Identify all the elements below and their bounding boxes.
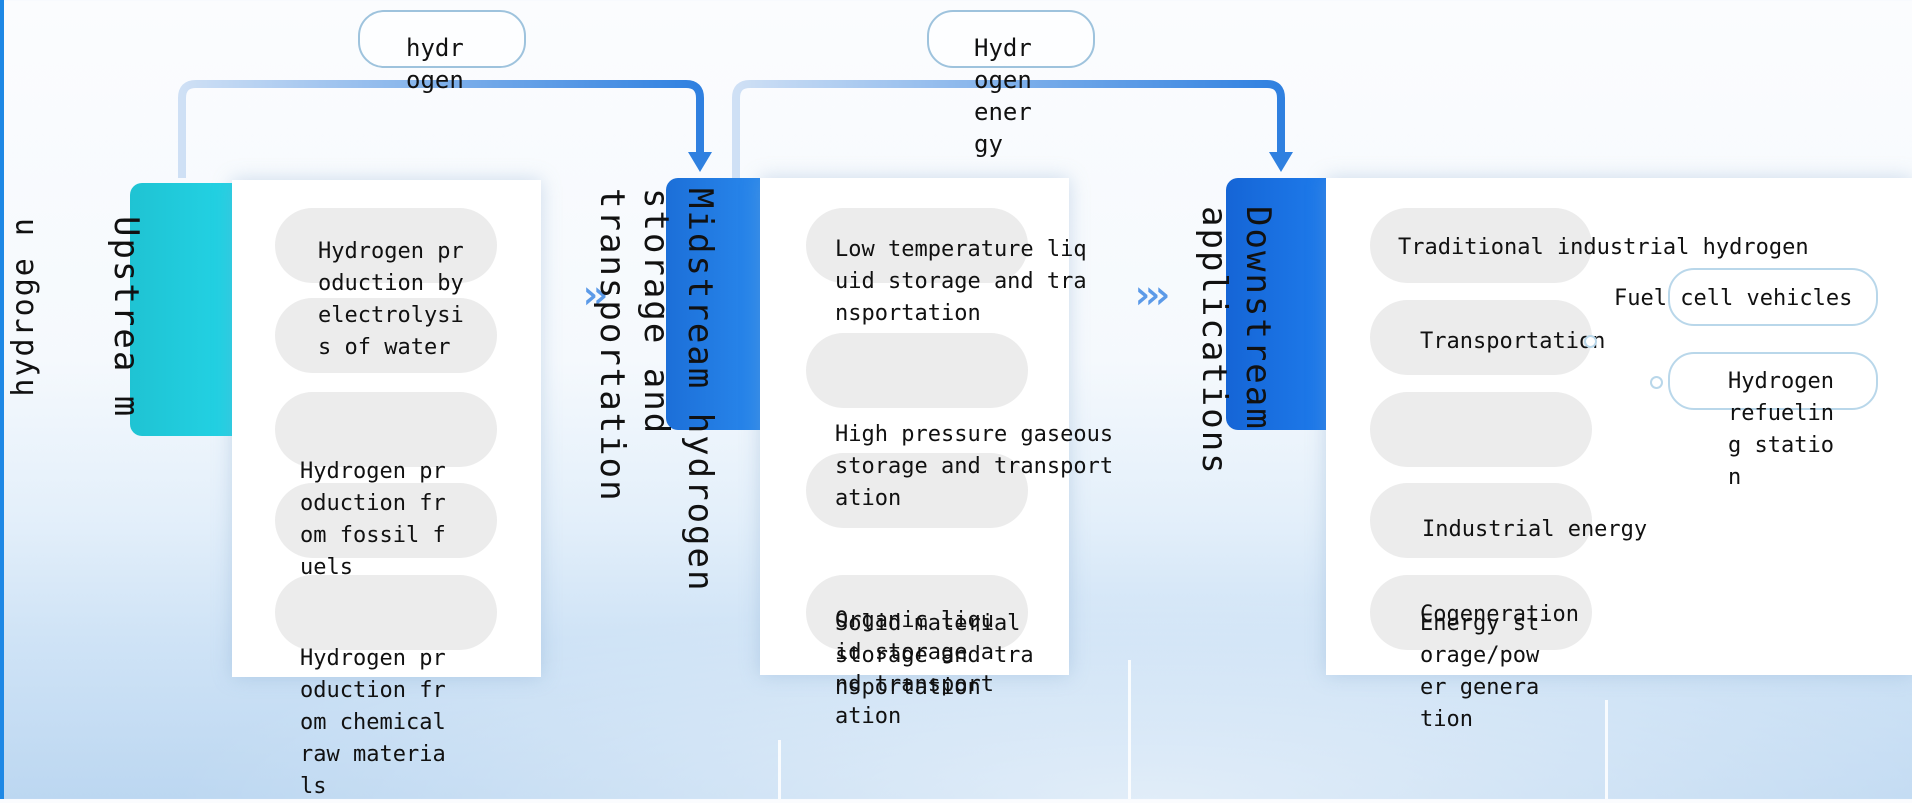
downstream-slot (1370, 483, 1592, 558)
branch-item: Hydrogen refueling station (1728, 369, 1834, 490)
turbine-silhouette (778, 740, 781, 799)
turbine-silhouette (1605, 700, 1608, 799)
arrowhead (688, 152, 712, 172)
midstream-slot (806, 575, 1028, 650)
midstream-item: Low temperature liquid storage and trans… (835, 237, 1087, 326)
branch-node-icon (1650, 376, 1663, 389)
upstream-tab (130, 183, 240, 436)
downstream-item: Energy storage/power generation (1420, 611, 1540, 732)
upstream-item: Hydrogen production by electrolysis of w… (318, 239, 464, 360)
midstream-item: High pressure gaseous storage and transp… (835, 422, 1114, 511)
upstream-item: Hydrogen production from fossil fuels (300, 459, 446, 580)
upstream-slot (275, 298, 497, 373)
branch-item: Fuel cell vehicles (1614, 286, 1853, 311)
downstream-slot (1370, 575, 1592, 650)
refueling-station-pill (1668, 352, 1878, 410)
upstream-side-label: hydroge n (6, 216, 41, 397)
midstream-to-downstream-link (732, 80, 1285, 178)
hydrogen-flow-pill (358, 10, 526, 68)
hydrogen-energy-flow-pill (927, 10, 1095, 68)
upstream-slot (275, 392, 497, 467)
downstream-title: Downstream applications (1194, 206, 1278, 476)
downstream-item: Transportation (1420, 329, 1606, 354)
branch-node-icon (1584, 335, 1597, 348)
upstream-to-midstream-link (178, 80, 704, 178)
downstream-slot (1370, 208, 1592, 283)
downstream-item: Industrial energy (1422, 517, 1648, 542)
downstream-item: Cogeneration (1420, 602, 1579, 627)
left-edge-bar (0, 0, 4, 799)
downstream-tab (1226, 178, 1336, 430)
upstream-slot (275, 483, 497, 558)
downstream-slot (1370, 392, 1592, 467)
midstream-slot (806, 333, 1028, 408)
upstream-item: Hydrogen production from chemical raw ma… (300, 646, 446, 799)
arrowhead (1269, 152, 1293, 172)
upstream-slot (275, 208, 497, 283)
midstream-slot (806, 453, 1028, 528)
upstream-slot (275, 575, 497, 650)
downstream-item: Traditional industrial hydrogen (1398, 235, 1809, 260)
midstream-item: Organic liquid storage and transportatio… (835, 608, 994, 729)
fuel-cell-vehicles-pill (1668, 268, 1878, 326)
upstream-title: Upstrea m (106, 216, 146, 419)
midstream-tab (666, 178, 776, 430)
turbine-silhouette (1128, 660, 1131, 799)
hydrogen-flow-label: hydr ogen (406, 34, 464, 94)
downstream-slot (1370, 300, 1592, 375)
midstream-slot (806, 208, 1028, 283)
midstream-title: Midstream hydrogen storage and transport… (592, 188, 720, 593)
flow-chevron-icon: ››› (1130, 272, 1174, 318)
midstream-item: Solid material storage and transportatio… (835, 611, 1034, 700)
hydrogen-energy-flow-label: Hydr ogen ener gy (974, 34, 1032, 158)
